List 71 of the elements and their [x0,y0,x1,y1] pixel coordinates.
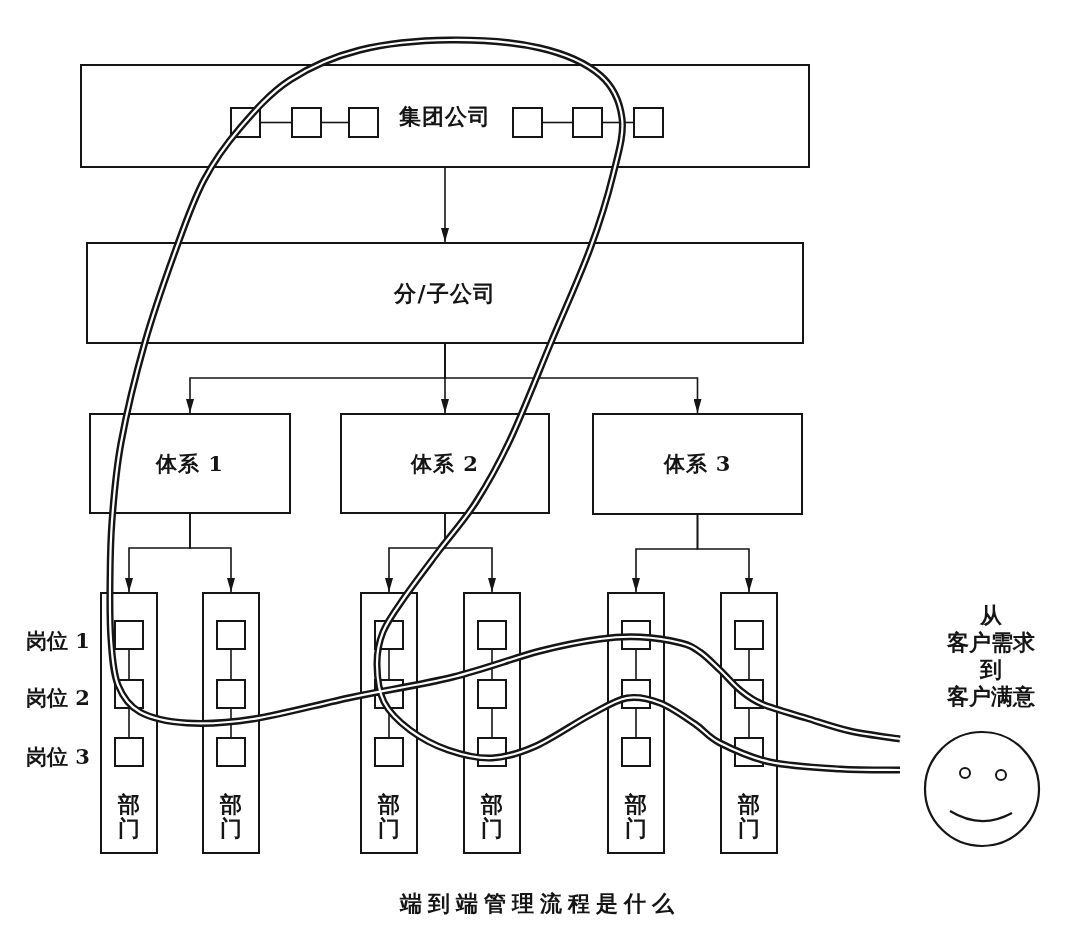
unit-label: 分/子公司 [394,279,496,307]
figure-caption: 端到端管理流程是什么 [400,890,680,918]
position-box [621,679,651,709]
department-label: 部门 [738,792,760,841]
connector-line [230,649,232,680]
department-label: 部门 [481,792,503,841]
unit-label: 体系 1 [156,450,224,477]
position-box [477,737,507,767]
department-label: 部门 [378,792,400,841]
position-label: 岗位 2 [26,685,90,711]
unit-label: 集团公司 [399,102,491,130]
system-box [592,413,803,515]
arrow [441,167,449,243]
connector-line [388,649,390,680]
position-box [621,737,651,767]
department-column [720,592,778,854]
group-company-box [80,64,810,168]
connector-line [748,708,750,738]
position-box [216,620,246,650]
position-box [216,679,246,709]
position-box [216,737,246,767]
subsidiary-box [86,242,804,344]
position-box [621,620,651,650]
department-column [607,592,665,854]
department-label: 部门 [118,792,140,841]
connector-line [491,649,493,680]
position-box [477,620,507,650]
connector-line [542,121,573,124]
connector-line [128,649,130,680]
unit-label: 体系 3 [663,451,732,477]
position-box [734,620,764,650]
connector-line [260,121,292,124]
department-column [100,592,158,854]
department-column [463,592,521,854]
position-box [633,107,664,138]
department-column [360,592,418,854]
system-box [340,413,550,514]
position-box [291,107,322,138]
arrow [444,513,496,593]
position-box [374,737,404,767]
position-box [230,107,261,138]
position-box [374,620,404,650]
position-box [114,679,144,709]
position-box [734,737,764,767]
position-label: 岗位 3 [26,744,90,770]
position-box [477,679,507,709]
unit-label: 体系 2 [411,450,479,477]
connector-line [748,649,750,680]
process-goal-label: 从客户需求到客户满意 [947,602,1035,710]
connector-line [635,649,637,680]
position-box [114,737,144,767]
connector-line [491,708,493,738]
connector-line [321,121,349,124]
position-label: 岗位 1 [26,628,90,654]
arrow [696,514,753,593]
position-box [572,107,603,138]
system-box [89,413,291,514]
connector-line [128,708,130,738]
arrow [189,513,235,593]
position-box [114,620,144,650]
position-box [374,679,404,709]
position-box [512,107,543,138]
connector-line [635,708,637,738]
arrow [444,343,702,414]
connector-line [602,121,634,124]
position-box [734,679,764,709]
connector-line [230,708,232,738]
department-label: 部门 [625,792,647,841]
department-label: 部门 [220,792,242,841]
position-box [348,107,379,138]
department-column [202,592,260,854]
